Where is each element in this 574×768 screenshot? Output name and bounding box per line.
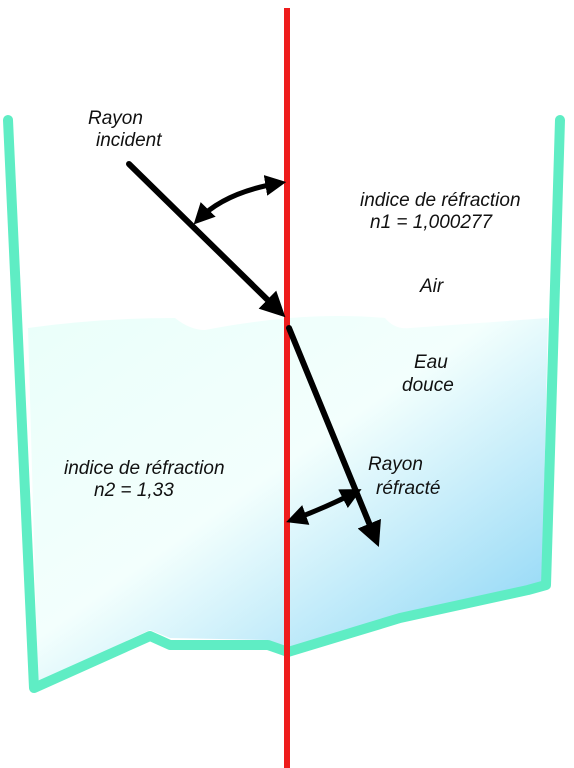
incident-ray-label-line2: incident <box>96 130 162 151</box>
incident-ray-label-line1: Rayon <box>88 108 143 129</box>
water-label-line1: Eau <box>414 352 448 373</box>
incident-ray-label: Rayon incident <box>88 108 162 151</box>
air-index-label-line2: n1 = 1,000277 <box>370 212 493 233</box>
refracted-ray-label: Rayon réfracté <box>368 454 440 499</box>
air-label: Air <box>419 276 444 297</box>
water-index-label-line1: indice de réfraction <box>64 458 225 479</box>
refracted-ray-label-line1: Rayon <box>368 454 423 475</box>
water-label-line2: douce <box>402 375 454 396</box>
refraction-angle-arc <box>286 489 362 525</box>
incidence-angle-arc <box>193 175 287 225</box>
air-index-label: indice de réfraction n1 = 1,000277 <box>360 190 526 233</box>
water-index-label-line2: n2 = 1,33 <box>94 480 174 501</box>
water-label: Eau douce <box>402 352 454 396</box>
glass-outline <box>3 115 565 693</box>
incident-ray <box>126 161 286 318</box>
refracted-ray-label-line2: réfracté <box>376 478 440 499</box>
air-index-label-line1: indice de réfraction <box>360 190 521 211</box>
water-index-label: indice de réfraction n2 = 1,33 <box>64 458 230 501</box>
